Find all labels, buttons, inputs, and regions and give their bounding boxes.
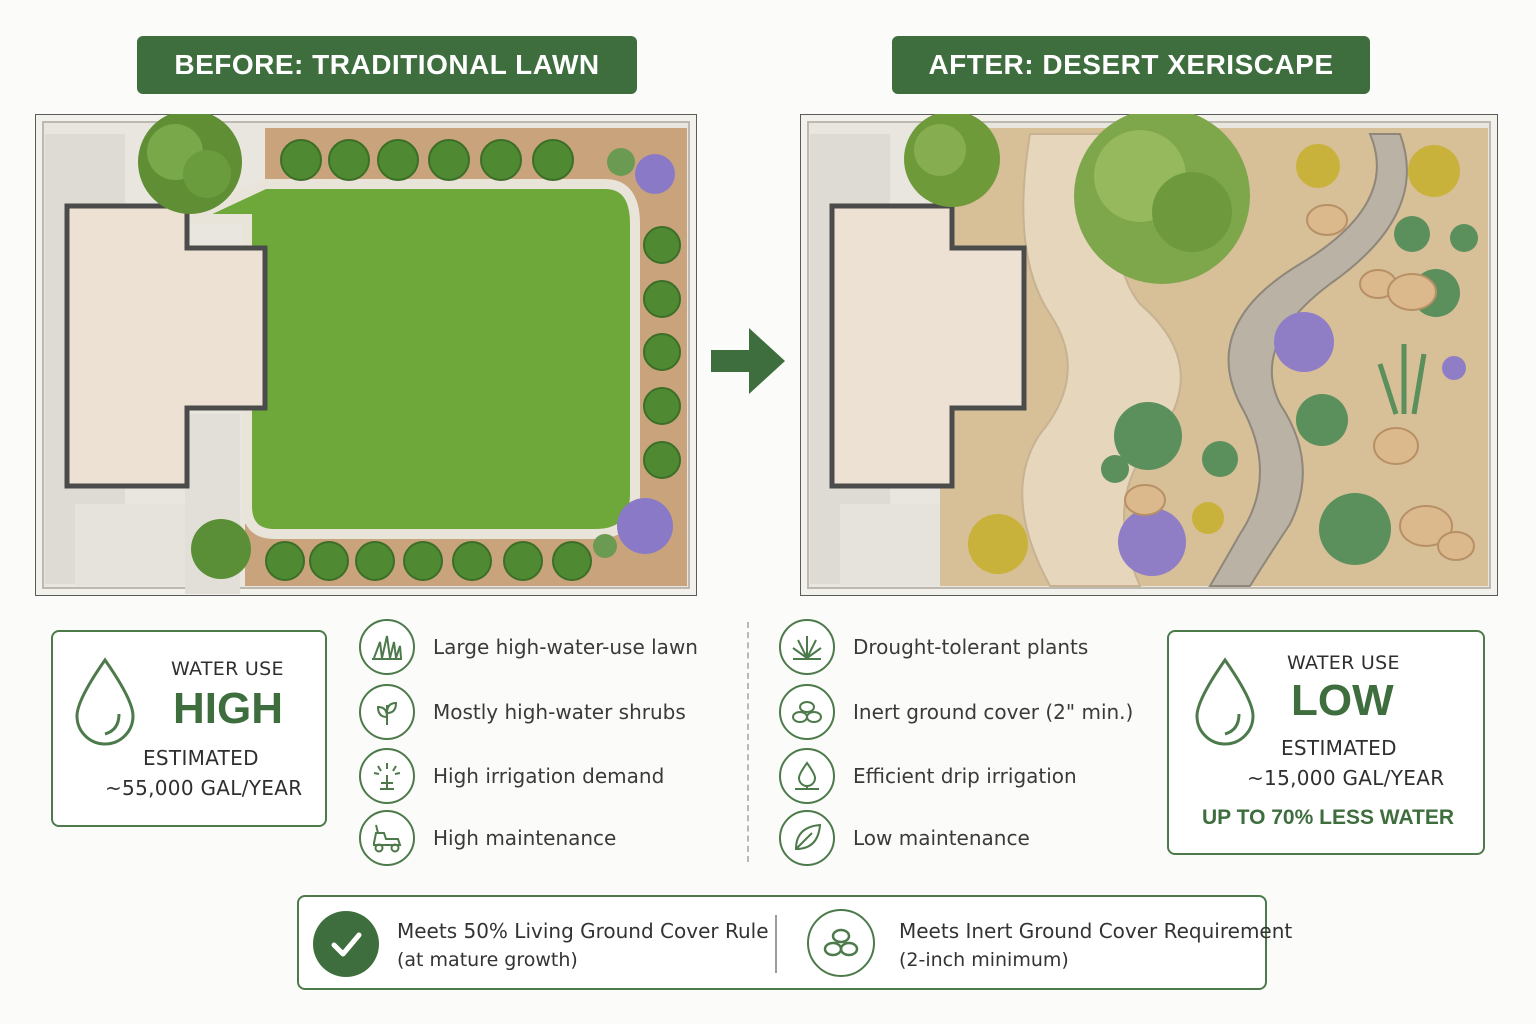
after-title-badge: AFTER: DESERT XERISCAPE bbox=[892, 36, 1370, 94]
before-feature-label: High maintenance bbox=[433, 826, 617, 850]
after-feature-maintenance: Low maintenance bbox=[779, 810, 1030, 866]
living-cover-rule: Meets 50% Living Ground Cover Rule bbox=[397, 919, 769, 943]
before-estimated-label: ESTIMATED bbox=[143, 746, 259, 770]
agave-icon bbox=[779, 619, 835, 675]
before-feature-label: Mostly high-water shrubs bbox=[433, 700, 686, 724]
before-water-use-level: HIGH bbox=[173, 684, 283, 733]
living-cover-note: (at mature growth) bbox=[397, 949, 578, 971]
after-feature-label: Inert ground cover (2" min.) bbox=[853, 700, 1134, 724]
after-feature-label: Low maintenance bbox=[853, 826, 1030, 850]
water-drop-icon bbox=[75, 657, 135, 746]
after-feature-label: Efficient drip irrigation bbox=[853, 764, 1077, 788]
before-feature-irrigation: High irrigation demand bbox=[359, 748, 664, 804]
grass-icon bbox=[359, 619, 415, 675]
before-water-use-card: WATER USE HIGH ESTIMATED ~55,000 GAL/YEA… bbox=[51, 630, 327, 827]
lawn-mower-icon bbox=[359, 810, 415, 866]
before-feature-maintenance: High maintenance bbox=[359, 810, 616, 866]
after-feature-drip: Efficient drip irrigation bbox=[779, 748, 1077, 804]
before-plan-drawing bbox=[35, 114, 697, 596]
after-water-use-level: LOW bbox=[1291, 676, 1394, 725]
before-gallons: ~55,000 GAL/YEAR bbox=[105, 776, 303, 800]
column-divider bbox=[747, 622, 749, 862]
before-feature-shrubs: Mostly high-water shrubs bbox=[359, 684, 686, 740]
leaf-icon bbox=[779, 810, 835, 866]
before-feature-label: Large high-water-use lawn bbox=[433, 635, 698, 659]
before-title: BEFORE: TRADITIONAL LAWN bbox=[174, 49, 600, 80]
after-feature-label: Drought-tolerant plants bbox=[853, 635, 1089, 659]
after-site-plan bbox=[800, 114, 1498, 596]
before-site-plan bbox=[35, 114, 697, 596]
after-gallons: ~15,000 GAL/YEAR bbox=[1247, 766, 1445, 790]
water-drop-icon bbox=[1195, 657, 1255, 746]
sprinkler-icon bbox=[359, 748, 415, 804]
after-savings: UP TO 70% LESS WATER bbox=[1202, 806, 1455, 829]
inert-cover-requirement: Meets Inert Ground Cover Requirement bbox=[899, 919, 1293, 943]
sprout-icon bbox=[359, 684, 415, 740]
after-plan-drawing bbox=[800, 114, 1498, 596]
before-feature-label: High irrigation demand bbox=[433, 764, 665, 788]
before-feature-lawn: Large high-water-use lawn bbox=[359, 619, 698, 675]
before-water-use-label: WATER USE bbox=[171, 658, 284, 680]
requirements-divider bbox=[775, 915, 777, 973]
after-estimated-label: ESTIMATED bbox=[1281, 736, 1397, 760]
transform-arrow-icon bbox=[711, 328, 785, 394]
requirements-bar: Meets 50% Living Ground Cover Rule (at m… bbox=[297, 895, 1292, 990]
stones-icon bbox=[807, 909, 875, 977]
after-feature-ground-cover: Inert ground cover (2" min.) bbox=[779, 684, 1133, 740]
after-water-use-card: WATER USE LOW ESTIMATED ~15,000 GAL/YEAR… bbox=[1167, 630, 1485, 855]
after-water-use-label: WATER USE bbox=[1287, 652, 1400, 674]
inert-cover-note: (2-inch minimum) bbox=[899, 949, 1069, 971]
before-title-badge: BEFORE: TRADITIONAL LAWN bbox=[137, 36, 637, 94]
drip-icon bbox=[779, 748, 835, 804]
after-title: AFTER: DESERT XERISCAPE bbox=[928, 49, 1334, 80]
stones-icon bbox=[779, 684, 835, 740]
check-icon bbox=[313, 911, 379, 977]
after-feature-plants: Drought-tolerant plants bbox=[779, 619, 1088, 675]
